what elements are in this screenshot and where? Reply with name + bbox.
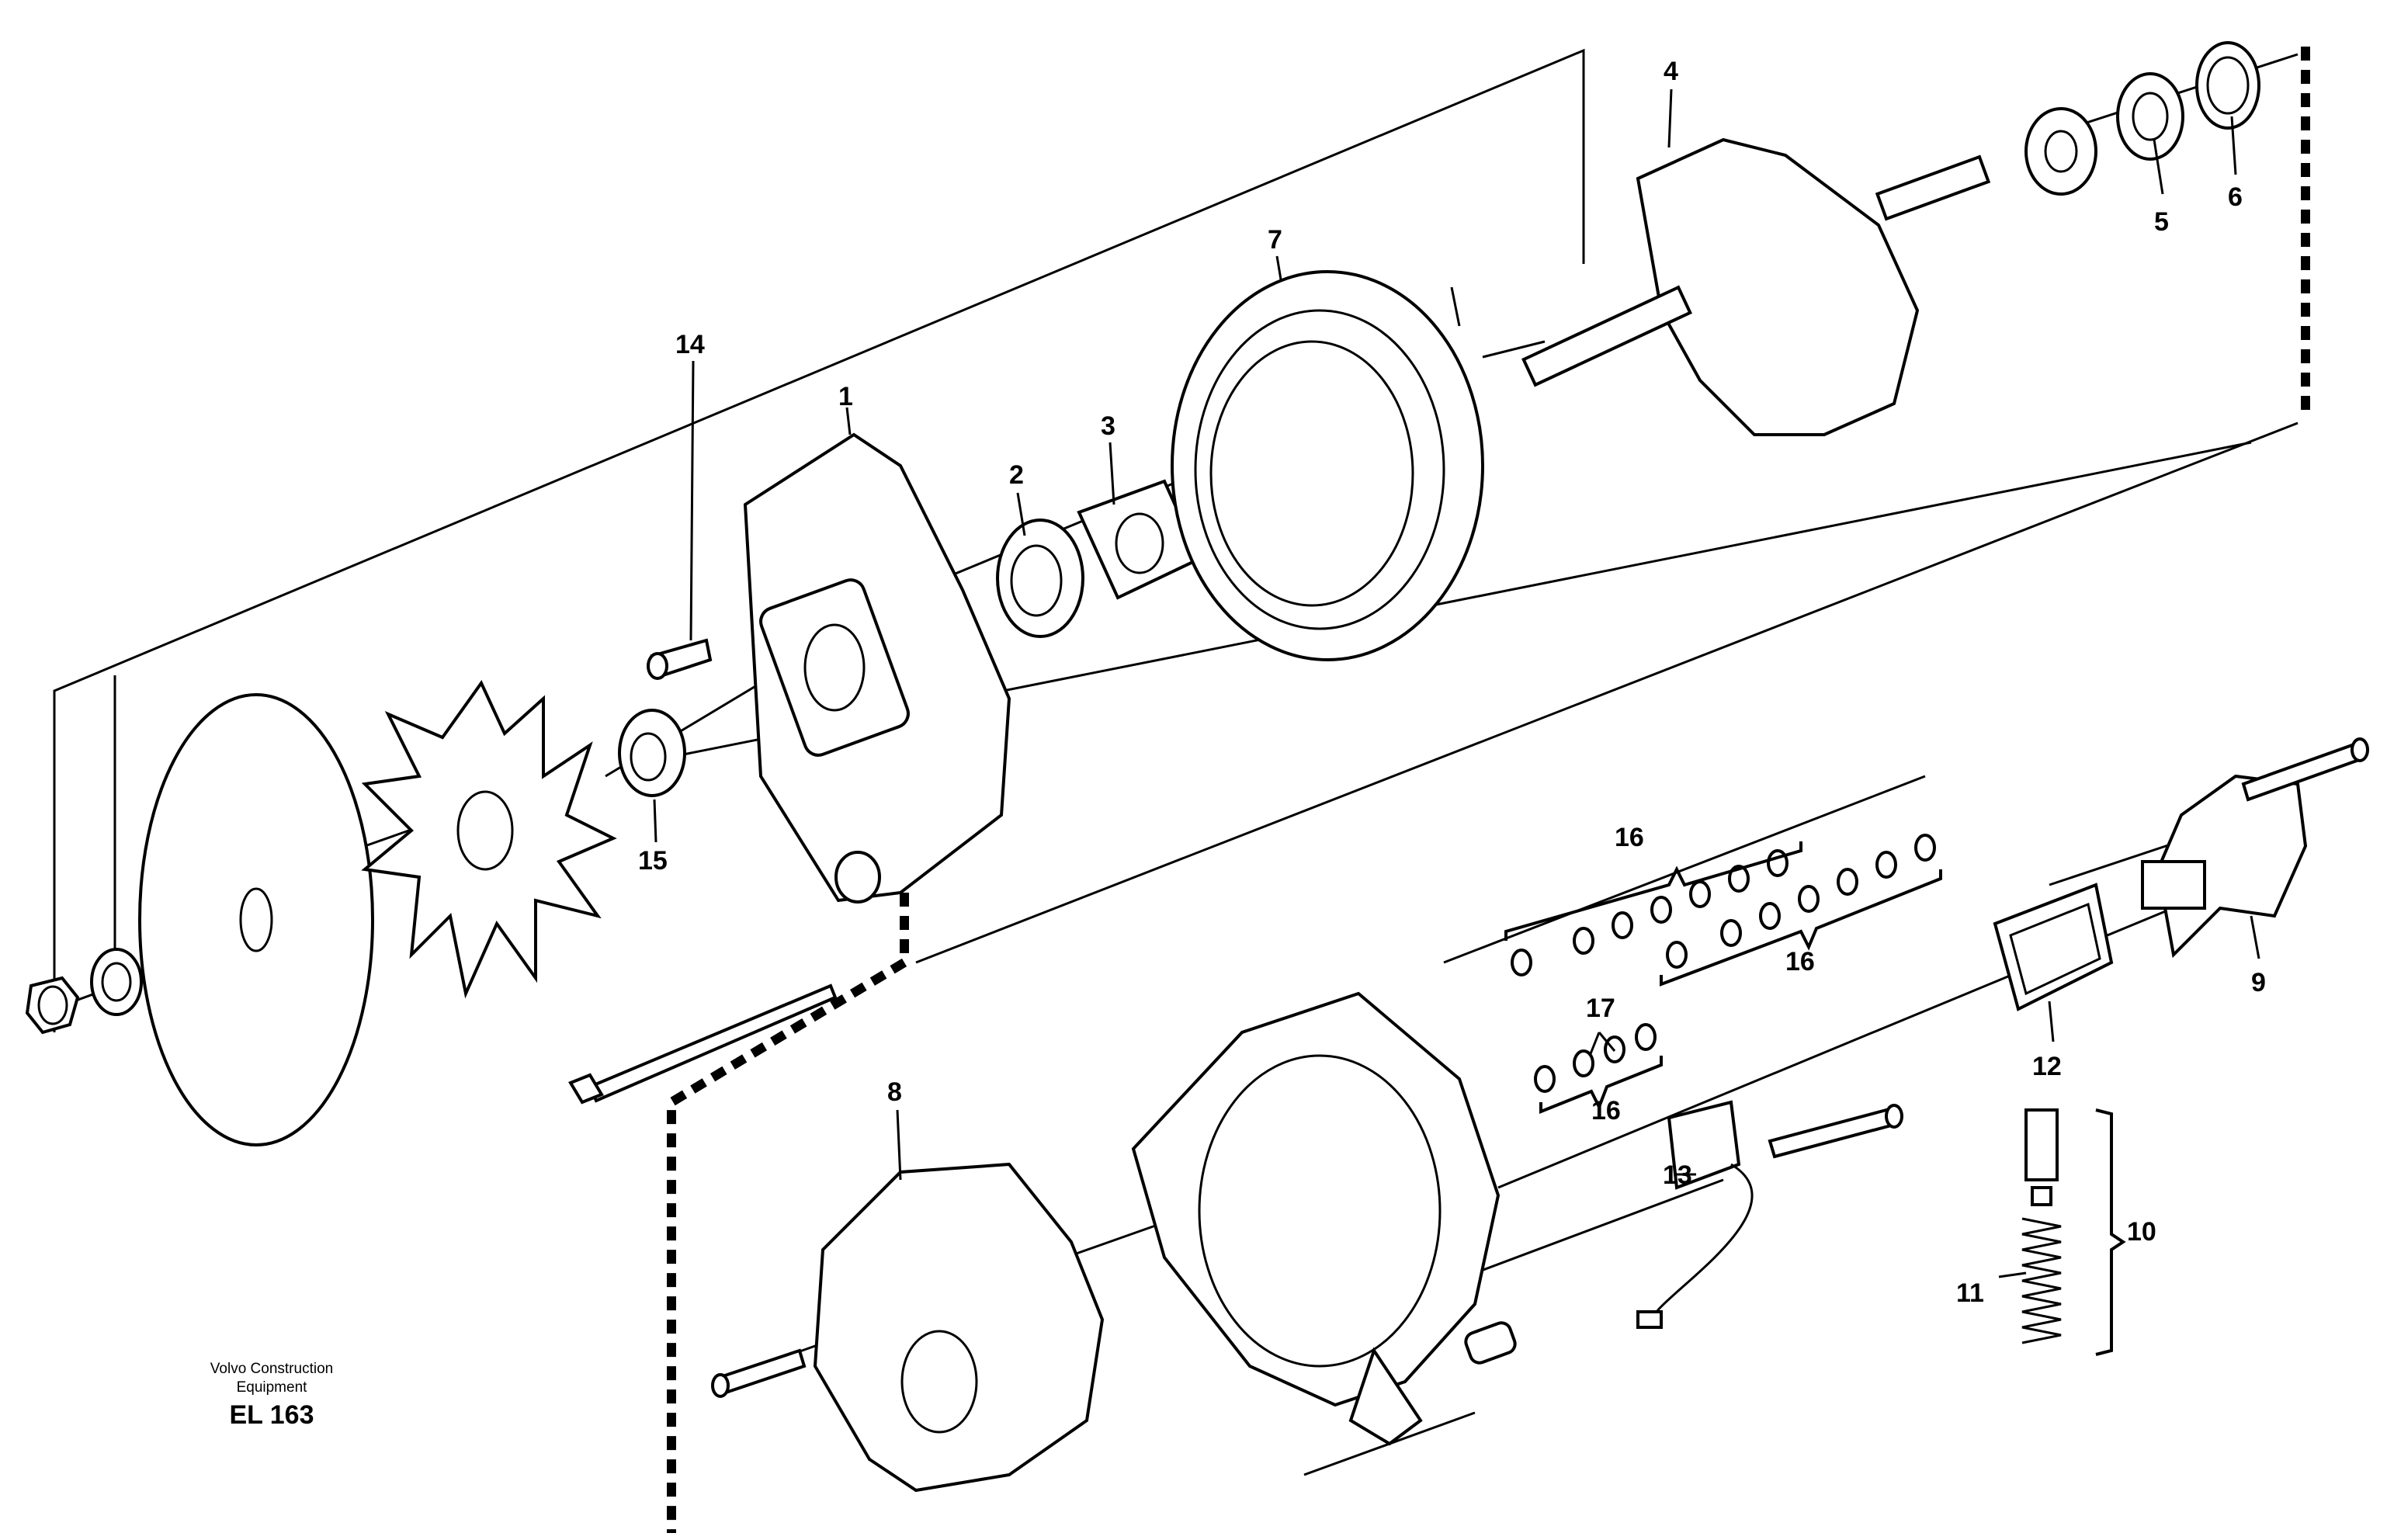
callout-3: 3 [1101,411,1115,441]
rectifier-screw [711,1348,807,1398]
callout-7: 7 [1268,225,1282,255]
washer-set-16-right [1666,834,1936,969]
callout-5: 5 [2154,207,2169,237]
shaft-bearing [2024,107,2097,196]
callout-12: 12 [2032,1052,2062,1081]
regulator-screw [2241,737,2369,802]
brush-10 [2024,1108,2059,1206]
through-bolt [568,983,838,1105]
callout-16-lower: 16 [1591,1096,1621,1126]
cooling-fan [361,680,617,999]
rotor-4 [1521,137,1991,436]
callout-4: 4 [1664,57,1678,86]
shaft-washer [90,948,143,1016]
callout-8: 8 [887,1077,902,1107]
drive-end-shield-1 [743,432,1011,904]
callout-13: 13 [1663,1160,1692,1190]
callout-9: 9 [2251,968,2266,997]
bearing-2 [996,519,1084,638]
callout-labels: 1 2 3 4 5 6 7 8 9 10 11 12 13 14 15 16 1… [638,57,2266,1308]
capacitor-screw [1768,1104,1903,1159]
regulator-9 [2141,774,2308,959]
callout-17: 17 [1586,994,1615,1023]
figure-code: EL 163 [229,1400,314,1430]
callout-16-upper: 16 [1615,823,1644,852]
callout-11: 11 [1956,1278,1984,1308]
callout-6: 6 [2228,182,2243,212]
callout-2: 2 [1009,460,1024,490]
callout-1: 1 [838,382,853,411]
washer-set-16-upper [1511,849,1789,976]
callout-16-right: 16 [1785,947,1815,976]
callout-15: 15 [638,846,668,876]
callout-10: 10 [2127,1217,2156,1247]
stator-7 [1171,270,1546,661]
callout-14: 14 [675,330,705,359]
pulley-disc [138,693,374,1146]
screw-14 [647,638,713,680]
slip-ring-end-housing [1131,991,1501,1446]
callout-leaders [653,88,2260,1278]
spacer-15 [618,709,686,797]
bushing [1464,1321,1517,1365]
shaft-nut [25,976,80,1035]
source-company: Volvo Construction Equipment [210,1361,334,1396]
brackets [1504,841,2126,1356]
spring-11 [2021,1217,2062,1344]
ring-6 [2195,41,2260,130]
rectifier-8 [813,1162,1105,1493]
gasket-12 [1993,883,2114,1011]
washer-set-16-lower [1534,1023,1657,1093]
capacitor-13 [1636,1100,1754,1329]
bearing-5 [2116,72,2184,161]
